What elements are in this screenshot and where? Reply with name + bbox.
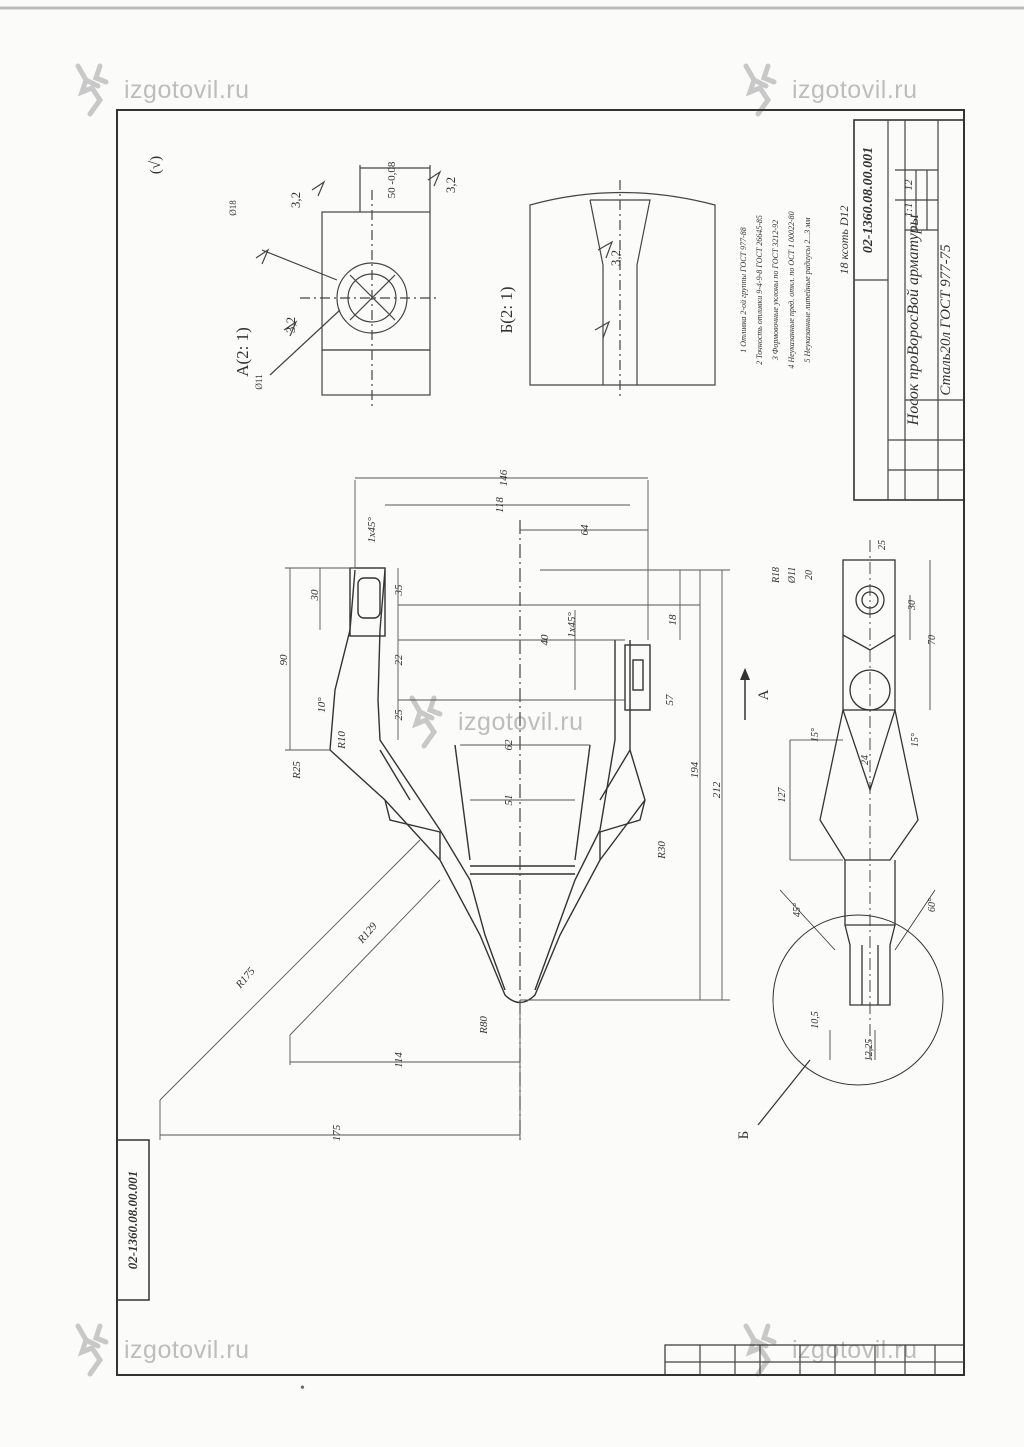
dim-15deg-b: 15° bbox=[910, 733, 921, 747]
watermark-bottom-left: izgotovil.ru bbox=[70, 1322, 250, 1378]
rough-a3: 3,2 bbox=[283, 317, 298, 333]
dim-24: 24 bbox=[860, 755, 871, 765]
dim-30: 30 bbox=[309, 589, 321, 602]
watermark-bottom-right: izgotovil.ru bbox=[738, 1322, 918, 1378]
dim-18: 18 bbox=[667, 614, 679, 626]
main-view bbox=[329, 567, 651, 1004]
dim-15deg: 15° bbox=[810, 728, 821, 742]
note-3: 3 Формовочные уклоны по ГОСТ 3212-92 bbox=[771, 220, 780, 361]
watermark-text: izgotovil.ru bbox=[792, 75, 918, 104]
watermark-text: izgotovil.ru bbox=[124, 75, 250, 104]
dim-1x45: 1х45° bbox=[366, 517, 378, 543]
watermark-top-right: izgotovil.ru bbox=[738, 62, 918, 118]
drawing-frame bbox=[116, 109, 965, 1376]
dim-127: 127 bbox=[777, 787, 788, 803]
note-1: 1 Отливка 2-ой группы ГОСТ 977-88 bbox=[739, 227, 748, 352]
technical-notes: 1 Отливка 2-ой группы ГОСТ 977-88 2 Точн… bbox=[739, 211, 812, 368]
dim-60deg: 60° bbox=[927, 898, 938, 912]
view-a-label: А(2: 1) bbox=[233, 327, 252, 377]
dim-20: 20 bbox=[804, 570, 815, 580]
material: Сталь20л ГОСТ 977-75 bbox=[938, 244, 954, 396]
dim-11-a: Ø11 bbox=[254, 374, 264, 389]
mass-label: 12 bbox=[903, 179, 915, 191]
dim-146: 146 bbox=[498, 469, 510, 486]
dim-64: 64 bbox=[579, 524, 591, 536]
dim-40: 40 bbox=[539, 634, 551, 646]
note-2: 2 Точность отливки 9-4-9-8 ГОСТ 26645-85 bbox=[755, 215, 764, 365]
note-4: 4 Неуказанные пред. откл. по ОСТ 1 00022… bbox=[787, 211, 796, 368]
dim-35: 35 bbox=[393, 584, 405, 597]
dim-18-a: Ø18 bbox=[228, 200, 238, 216]
dim-11-side: Ø11 bbox=[787, 567, 798, 584]
roughness-note: 18 ксоть D12 bbox=[837, 206, 851, 275]
dim-194: 194 bbox=[689, 761, 701, 778]
main-dimensions bbox=[159, 477, 730, 1140]
dim-25: 25 bbox=[393, 709, 405, 721]
watermark-text: izgotovil.ru bbox=[792, 1335, 918, 1364]
dim-118: 118 bbox=[494, 497, 506, 513]
side-number-box: 02-1360.08.00.001 bbox=[116, 1139, 150, 1301]
view-b bbox=[529, 180, 716, 400]
dim-12-25: 12,25 bbox=[864, 1039, 875, 1062]
dim-r175: R175 bbox=[233, 965, 258, 992]
dim-175: 175 bbox=[331, 1124, 343, 1141]
dim-70: 70 bbox=[927, 635, 938, 645]
dim-r10: R10 bbox=[336, 731, 348, 750]
dim-r25: R25 bbox=[291, 761, 303, 780]
arrow-a-label: А bbox=[756, 689, 772, 700]
side-view bbox=[757, 540, 944, 1126]
dim-90: 90 bbox=[278, 654, 290, 666]
dim-r129: R129 bbox=[355, 920, 380, 947]
dim-45deg: 45° bbox=[792, 903, 803, 917]
part-name: Носок проВоросВой арматуры bbox=[905, 214, 922, 426]
rough-a1: 3,2 bbox=[288, 192, 303, 208]
watermark-logo-icon bbox=[409, 695, 443, 749]
rough-b1: 3,2 bbox=[608, 250, 623, 266]
dim-57: 57 bbox=[664, 694, 676, 706]
note-5: 5 Неуказанные литейные радиусы 2...3 мм bbox=[803, 218, 812, 363]
watermark-logo-icon bbox=[75, 63, 109, 117]
watermark-logo-icon bbox=[75, 1323, 109, 1377]
title-block bbox=[853, 119, 965, 501]
view-b-label: Б(2: 1) bbox=[497, 286, 516, 333]
dim-30-side: 30 bbox=[907, 600, 918, 611]
dim-10deg: 10° bbox=[316, 697, 328, 713]
watermark-text: izgotovil.ru bbox=[124, 1335, 250, 1364]
title-doc-number: 02-1360.08.00.001 bbox=[861, 147, 876, 253]
scale-label: 1:1 bbox=[903, 203, 915, 218]
arrow-a bbox=[740, 668, 750, 720]
pencil-mark: • bbox=[300, 1381, 305, 1396]
dim-51: 51 bbox=[503, 795, 515, 806]
arrow-b-label: Б bbox=[736, 1131, 752, 1140]
watermark-logo-icon bbox=[743, 63, 777, 117]
view-a bbox=[255, 165, 442, 410]
bottom-stamp bbox=[664, 1344, 965, 1376]
dim-212: 212 bbox=[711, 781, 723, 798]
dim-10-5: 10,5 bbox=[810, 1011, 821, 1029]
watermark-top-left: izgotovil.ru bbox=[70, 62, 250, 118]
dim-25-side: 25 bbox=[877, 540, 888, 550]
dim-22: 22 bbox=[393, 654, 405, 666]
dim-50: 50 -0,08 bbox=[386, 161, 398, 198]
side-doc-number: 02-1360.08.00.001 bbox=[125, 1171, 140, 1270]
corner-mark: (√) bbox=[148, 156, 164, 174]
dim-1x45-b: 1х45° bbox=[566, 612, 578, 638]
dim-62: 62 bbox=[503, 739, 515, 751]
dim-R18: R18 bbox=[771, 567, 782, 584]
dim-r30: R30 bbox=[656, 841, 668, 860]
dim-r80: R80 bbox=[478, 1016, 490, 1035]
rough-a2: 3,2 bbox=[443, 177, 458, 193]
dim-114: 114 bbox=[393, 1052, 405, 1068]
